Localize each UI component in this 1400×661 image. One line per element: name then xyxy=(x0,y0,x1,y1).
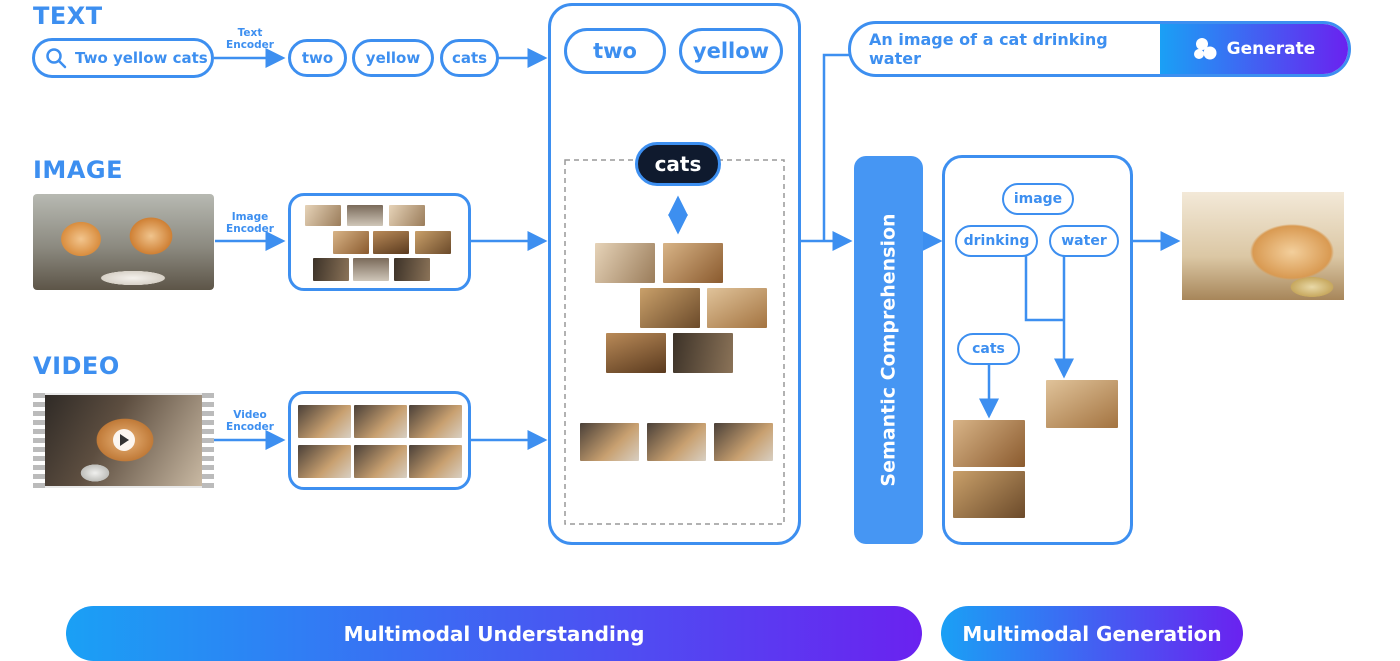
image-patch xyxy=(353,258,389,281)
fusion-token-cats-highlight: cats xyxy=(635,142,721,186)
output-generated-image xyxy=(1182,192,1344,300)
video-frame xyxy=(354,445,407,478)
image-patch xyxy=(347,205,383,226)
input-video-filmstrip xyxy=(33,393,214,488)
fusion-image-tile xyxy=(673,333,733,373)
multimodal-understanding-bar: Multimodal Understanding xyxy=(66,606,922,661)
generate-icon xyxy=(1193,38,1217,60)
fusion-video-tile xyxy=(580,423,639,461)
search-input-value: Two yellow cats xyxy=(75,49,208,67)
image-patch xyxy=(415,231,451,254)
video-frame xyxy=(409,405,462,438)
fusion-box xyxy=(548,3,801,545)
text-encoder-label: Text Encoder xyxy=(226,27,274,51)
video-frame xyxy=(298,445,351,478)
image-section-title: IMAGE xyxy=(33,156,123,184)
generate-button[interactable]: Generate xyxy=(1160,24,1348,74)
semantic-comprehension-label: Semantic Comprehension xyxy=(877,213,900,487)
image-patch xyxy=(305,205,341,226)
gen-cats-image xyxy=(953,420,1025,467)
generate-button-label: Generate xyxy=(1226,39,1316,59)
video-frame xyxy=(298,405,351,438)
video-frame xyxy=(409,445,462,478)
gen-node-drinking: drinking xyxy=(955,225,1038,257)
film-sprocket-left xyxy=(33,393,45,488)
search-icon xyxy=(46,48,67,69)
multimodal-generation-bar: Multimodal Generation xyxy=(941,606,1243,661)
fusion-image-tile xyxy=(640,288,700,328)
video-encoder-label: Video Encoder xyxy=(226,409,274,433)
image-encoder-label: Image Encoder xyxy=(226,211,274,235)
generation-box xyxy=(942,155,1133,545)
prompt-bar[interactable]: An image of a cat drinking water Generat… xyxy=(848,21,1351,77)
image-patch xyxy=(394,258,430,281)
image-patch xyxy=(333,231,369,254)
token-yellow: yellow xyxy=(352,39,434,77)
token-two: two xyxy=(288,39,347,77)
text-section-title: TEXT xyxy=(33,2,103,30)
gen-node-image: image xyxy=(1002,183,1074,215)
image-patch xyxy=(373,231,409,254)
film-sprocket-right xyxy=(202,393,214,488)
fusion-video-tile xyxy=(714,423,773,461)
fusion-image-tile xyxy=(595,243,655,283)
fusion-token-two: two xyxy=(564,28,666,74)
fusion-image-tile xyxy=(707,288,767,328)
image-patches-box xyxy=(288,193,471,291)
fusion-image-tile xyxy=(663,243,723,283)
gen-water-image xyxy=(1046,380,1118,428)
fusion-image-tile xyxy=(606,333,666,373)
gen-node-water: water xyxy=(1049,225,1119,257)
video-frame xyxy=(354,405,407,438)
gen-cats-image xyxy=(953,471,1025,518)
fusion-video-tile xyxy=(647,423,706,461)
prompt-text: An image of a cat drinking water xyxy=(869,30,1108,68)
gen-node-cats: cats xyxy=(957,333,1020,365)
token-cats: cats xyxy=(440,39,499,77)
play-icon[interactable] xyxy=(113,429,135,451)
video-section-title: VIDEO xyxy=(33,352,120,380)
video-frames-box xyxy=(288,391,471,490)
fusion-token-yellow: yellow xyxy=(679,28,783,74)
image-patch xyxy=(389,205,425,226)
image-patch xyxy=(313,258,349,281)
input-cats-image xyxy=(33,194,214,290)
semantic-comprehension-block: Semantic Comprehension xyxy=(854,156,923,544)
search-input[interactable]: Two yellow cats xyxy=(32,38,214,78)
